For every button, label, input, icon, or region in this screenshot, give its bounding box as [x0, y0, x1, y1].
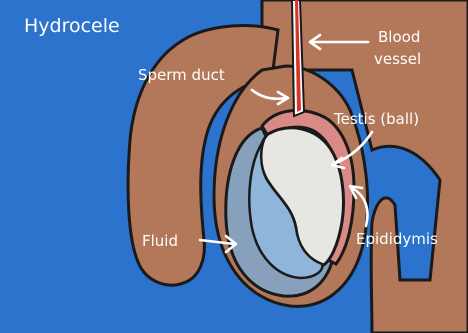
- diagram-title: Hydrocele: [24, 15, 120, 37]
- label-blood-vessel-line1: Blood: [378, 28, 420, 46]
- label-blood-vessel-line2: vessel: [374, 50, 421, 68]
- label-sperm-duct: Sperm duct: [138, 66, 225, 84]
- label-testis: Testis (ball): [333, 110, 419, 128]
- label-fluid: Fluid: [142, 232, 178, 250]
- label-epididymis: Epididymis: [356, 230, 438, 248]
